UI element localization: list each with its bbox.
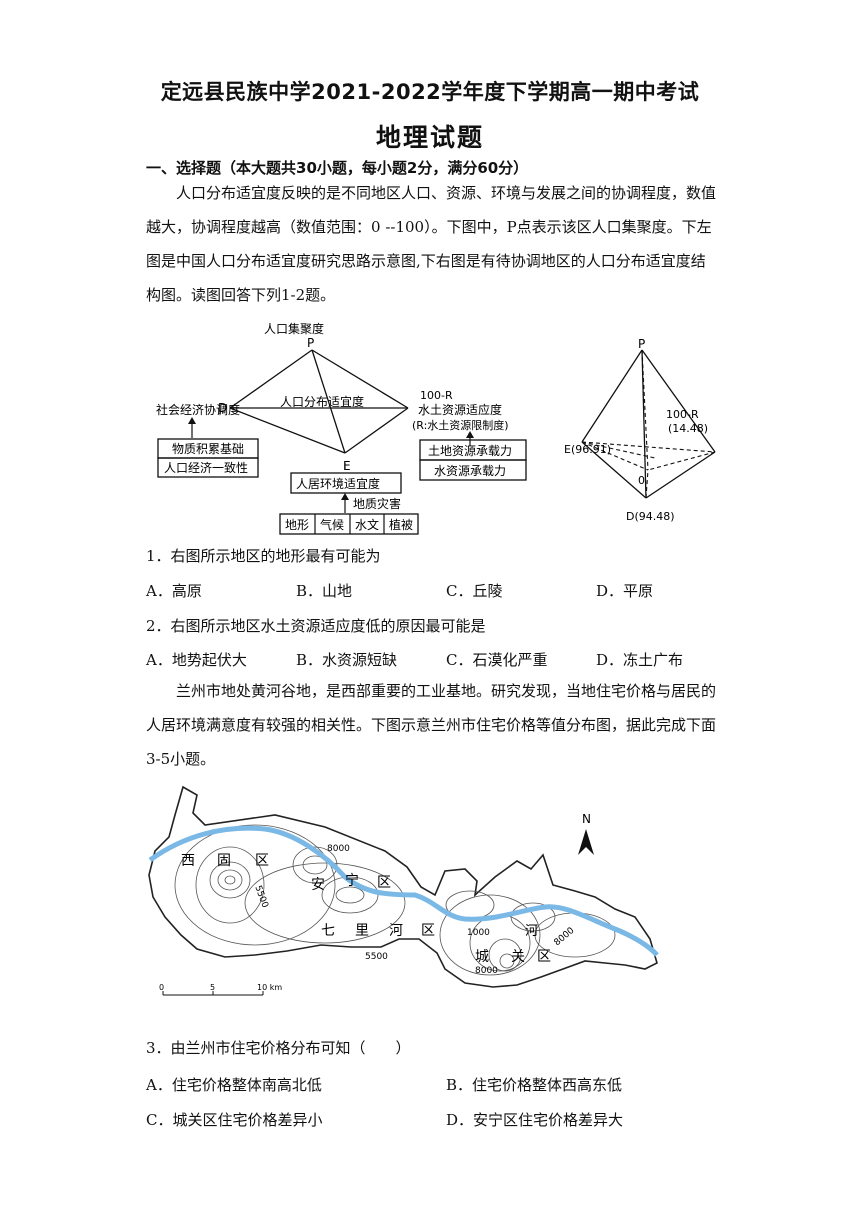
contour-label: 8000 (475, 966, 498, 976)
q2-option-a[interactable]: A．地势起伏大 (146, 651, 247, 669)
q1-option-a[interactable]: A．高原 (146, 582, 202, 600)
right-box-1: 土地资源承载力 (428, 444, 512, 458)
city-boundary (148, 785, 658, 988)
district-xigu: 固 (217, 853, 231, 869)
district-qilihe: 里 (355, 923, 369, 939)
district-anning: 区 (377, 875, 391, 891)
contour-label: 1000 (467, 928, 490, 938)
vertex-p: P (638, 337, 645, 351)
center-label: 人口分布适宜度 (280, 394, 364, 409)
p-axis-label: 人口集聚度 (264, 321, 324, 336)
structure-lines (581, 349, 716, 499)
bottom-cell: 气候 (320, 517, 344, 532)
river-label: 河 (525, 924, 538, 939)
q3-option-c[interactable]: C．城关区住宅价格差异小 (146, 1111, 323, 1129)
q2-option-b[interactable]: B．水资源短缺 (296, 651, 398, 669)
north-arrow-icon (578, 829, 594, 855)
right-top-2: 水土资源适应度 (418, 402, 502, 417)
district-chengguan: 关 (511, 949, 525, 965)
contour-label: 5500 (365, 952, 388, 962)
left-top-label: 社会经济协调度 (156, 402, 240, 417)
exam-title: 定远县民族中学2021-2022学年度下学期高一期中考试 (160, 80, 700, 104)
intro1-line: 图是中国人口分布适宜度研究思路示意图,下右图是有待协调地区的人口分布适宜度结 (146, 252, 706, 270)
origin-label: 0 (638, 474, 645, 487)
scale-label: 5 (210, 983, 215, 992)
contour-lines (174, 824, 616, 976)
hidden-lines (581, 349, 716, 499)
q2-option-d[interactable]: D．冻土广布 (596, 651, 684, 669)
vertex-r-1: 100-R (666, 408, 699, 421)
lanzhou-housing-price-map: 西 固 区 安 宁 区 七 里 河 区 城 关 区 河 5500 8000 55… (148, 785, 659, 996)
vertex-d: D(94.48) (626, 510, 675, 523)
scale-label: 0 (159, 983, 164, 992)
population-suitability-structure-diagram: P E(96.91) 100-R (14.48) 0 D(94.48) (564, 337, 716, 523)
intro2-line: 人居环境满意度有较强的相关性。下图示意兰州市住宅价格等值分布图，据此完成下面 (146, 716, 717, 734)
pyramid-lines (229, 349, 409, 454)
district-qilihe: 河 (389, 923, 403, 939)
bottom-cell: 地形 (285, 518, 309, 532)
exam-subject: 地理试题 (375, 123, 484, 152)
bottom-box: 人居环境适宜度 (296, 476, 380, 491)
intro1-line: 越大，协调程度越高（数值范围：0 --100）。下图中，P点表示该区人口集聚度。… (146, 218, 712, 236)
intro2-line: 3-5小题。 (146, 750, 216, 768)
district-anning: 安 (311, 877, 325, 893)
intro1-line: 人口分布适宜度反映的是不同地区人口、资源、环境与发展之间的协调程度，数值 (176, 184, 717, 202)
right-top-1: 100-R (420, 389, 453, 402)
district-xigu: 区 (255, 853, 269, 869)
district-chengguan: 城 (475, 949, 489, 965)
north-label: N (582, 812, 591, 826)
intro-passage-1: 人口分布适宜度反映的是不同地区人口、资源、环境与发展之间的协调程度，数值 越大，… (146, 176, 718, 312)
vertex-e: E (343, 459, 351, 473)
vertex-r-2: (14.48) (668, 422, 708, 435)
q1-option-c[interactable]: C．丘陵 (446, 582, 503, 600)
bottom-label: 地质灾害 (353, 496, 401, 511)
district-xigu: 西 (181, 853, 195, 869)
vertex-d: D (218, 401, 227, 415)
left-box-1: 物质积累基础 (172, 442, 244, 456)
yellow-river (148, 825, 659, 957)
q3-option-d[interactable]: D．安宁区住宅价格差异大 (446, 1111, 624, 1129)
intro-passage-2: 兰州市地处黄河谷地，是西部重要的工业基地。研究发现，当地住宅价格与居民的 人居环… (146, 674, 718, 776)
right-top-3: (R:水土资源限制度) (412, 418, 509, 432)
q2-option-c[interactable]: C．石漠化严重 (446, 651, 548, 669)
district-anning: 宁 (345, 872, 359, 889)
q1-option-d[interactable]: D．平原 (596, 582, 654, 600)
q3-option-a[interactable]: A．住宅价格整体南高北低 (146, 1076, 322, 1094)
population-suitability-framework-diagram: 人口集聚度 P D E 人口分布适宜度 社会经济协调度 物质积累基础 人口经济一… (156, 321, 527, 535)
district-qilihe: 区 (421, 923, 435, 939)
contour-label: 8000 (327, 844, 350, 854)
district-qilihe: 七 (321, 923, 335, 939)
q3-option-b[interactable]: B．住宅价格整体西高东低 (446, 1076, 623, 1094)
intro1-line: 构图。读图回答下列1-2题。 (146, 286, 336, 304)
right-box-2: 水资源承载力 (434, 464, 506, 478)
q1-option-b[interactable]: B．山地 (296, 582, 353, 600)
left-box-2: 人口经济一致性 (164, 460, 248, 475)
bottom-cell: 水文 (355, 517, 379, 532)
question-3-stem: 3．由兰州市住宅价格分布可知（ ） (146, 1039, 411, 1057)
section-heading: 一、选择题（本大题共30小题，每小题2分，满分60分） (146, 159, 529, 177)
question-2-stem: 2．右图所示地区水土资源适应度低的原因最可能是 (146, 617, 486, 635)
intro2-line: 兰州市地处黄河谷地，是西部重要的工业基地。研究发现，当地住宅价格与居民的 (176, 682, 717, 700)
question-1-stem: 1．右图所示地区的地形最有可能为 (146, 547, 381, 565)
vertex-p: P (307, 336, 314, 350)
district-chengguan: 区 (537, 949, 551, 965)
scale-label: 10 km (257, 983, 282, 992)
bottom-cell: 植被 (389, 517, 413, 532)
vertex-e: E(96.91) (564, 443, 611, 456)
